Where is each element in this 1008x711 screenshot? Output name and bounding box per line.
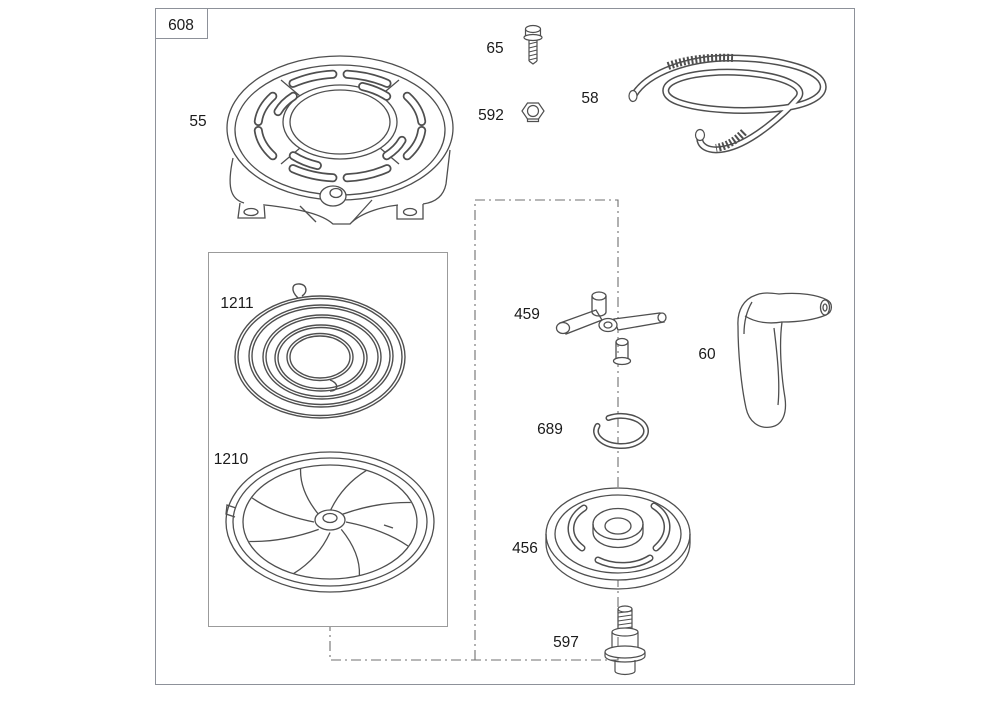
part-label-bolt: 65 — [486, 40, 503, 57]
part-label-housing: 55 — [189, 113, 206, 130]
part-label-spring: 1211 — [220, 295, 253, 312]
blower-housing-drawing — [226, 55, 454, 225]
screw-assembly-drawing — [604, 605, 646, 676]
part-label-retainer: 689 — [537, 421, 563, 438]
nut-drawing — [521, 102, 545, 123]
figure-id-label: 608 — [168, 17, 194, 34]
part-label-clutch: 456 — [512, 540, 538, 557]
figure-border — [155, 8, 855, 685]
clutch-pulley-drawing — [545, 487, 691, 590]
part-label-pawl: 459 — [514, 306, 540, 323]
part-label-screw: 597 — [553, 634, 579, 651]
starter-handle-drawing — [737, 292, 833, 428]
recoil-spring-drawing — [234, 283, 406, 419]
starter-rope-drawing — [628, 53, 827, 154]
part-label-nut: 592 — [478, 107, 504, 124]
part-label-rope: 58 — [581, 90, 598, 107]
part-label-pulley: 1210 — [214, 451, 249, 468]
assembly-boundary-line — [329, 199, 619, 661]
bolt-drawing — [523, 24, 543, 65]
rewind-pulley-drawing — [225, 451, 435, 593]
figure-id-box — [155, 8, 208, 39]
subassembly-box — [208, 252, 448, 627]
pawl-assembly-drawing — [555, 291, 667, 366]
retainer-ring-drawing — [593, 412, 649, 449]
part-label-handle: 60 — [698, 346, 716, 363]
